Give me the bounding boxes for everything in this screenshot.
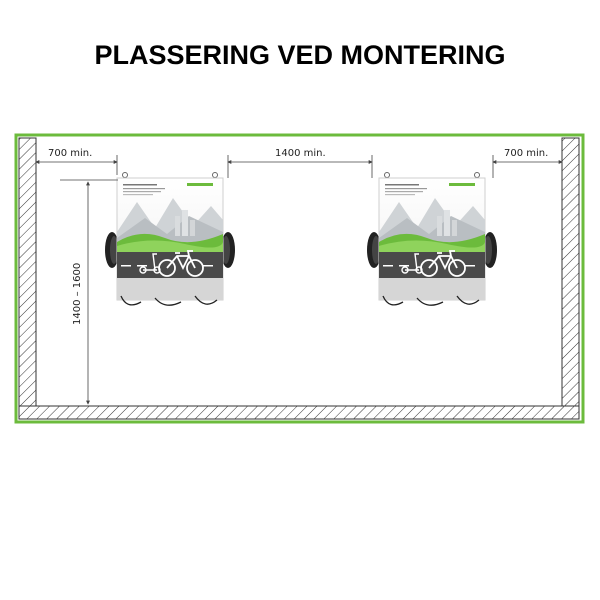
dimension-middle-label: 1400 min.	[275, 148, 326, 159]
charger-unit-right	[366, 171, 498, 307]
right-wall-hatch	[561, 137, 580, 407]
room-frame	[14, 133, 585, 424]
page-title: PLASSERING VED MONTERING	[94, 40, 506, 70]
floor-hatch	[18, 405, 580, 420]
charger-unit-left	[104, 171, 236, 307]
left-wall-hatch	[18, 137, 37, 407]
dimension-right-label: 700 min.	[504, 148, 548, 159]
dimension-height-label: 1400 – 1600	[72, 263, 83, 325]
dimension-lines	[35, 155, 563, 405]
dimension-left-label: 700 min.	[48, 148, 92, 159]
